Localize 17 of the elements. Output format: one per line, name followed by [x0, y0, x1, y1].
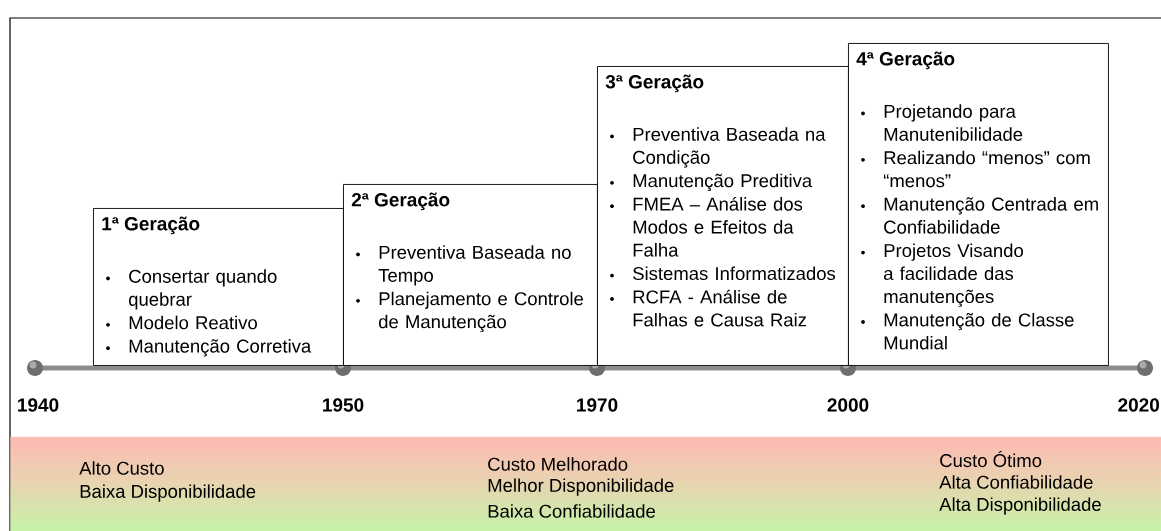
band-text: Baixa Confiabilidade: [488, 504, 655, 518]
band-text: Alta Confiabilidade: [939, 475, 1093, 489]
year-label: 1970: [577, 398, 618, 412]
band-text: Custo Melhorado: [488, 457, 628, 471]
generation-box: 1ª Geração Consertar quando quebrar Modelo Reativo Manutenção Corretiva: [93, 208, 344, 366]
band-text: Alto Custo: [79, 461, 164, 475]
band-text: Melhor Disponibilidade: [488, 478, 674, 496]
year-label: 2000: [827, 398, 869, 412]
year-label: 2020: [1118, 398, 1159, 412]
generation-box: 3ª Geração Preventiva Baseada na Condição Manutenção Preditiva FMEA – Análise dos Modos e Efeitos da Falha Sistemas Informatizados RCFA - Análise de Falhas e Causa Raiz: [597, 66, 849, 366]
band-text: Baixa Disponibilidade: [80, 484, 256, 502]
band-text: Custo Ótimo: [940, 450, 1042, 468]
generation-box: 4ª Geração Projetando para Manutenibilidade Realizando “menos” com “menos” Manutenção Centrada em Confiabilidade Projetos Visando a facilidade das manutenções Manutenção de Classe Mundial: [848, 43, 1109, 366]
year-label: 1950: [323, 398, 364, 412]
band-text: Alta Disponibilidade: [939, 497, 1101, 515]
year-label: 1940: [18, 398, 59, 412]
generation-box: 2ª Geração Preventiva Baseada no Tempo Planejamento e Controle de Manutenção: [343, 184, 598, 366]
